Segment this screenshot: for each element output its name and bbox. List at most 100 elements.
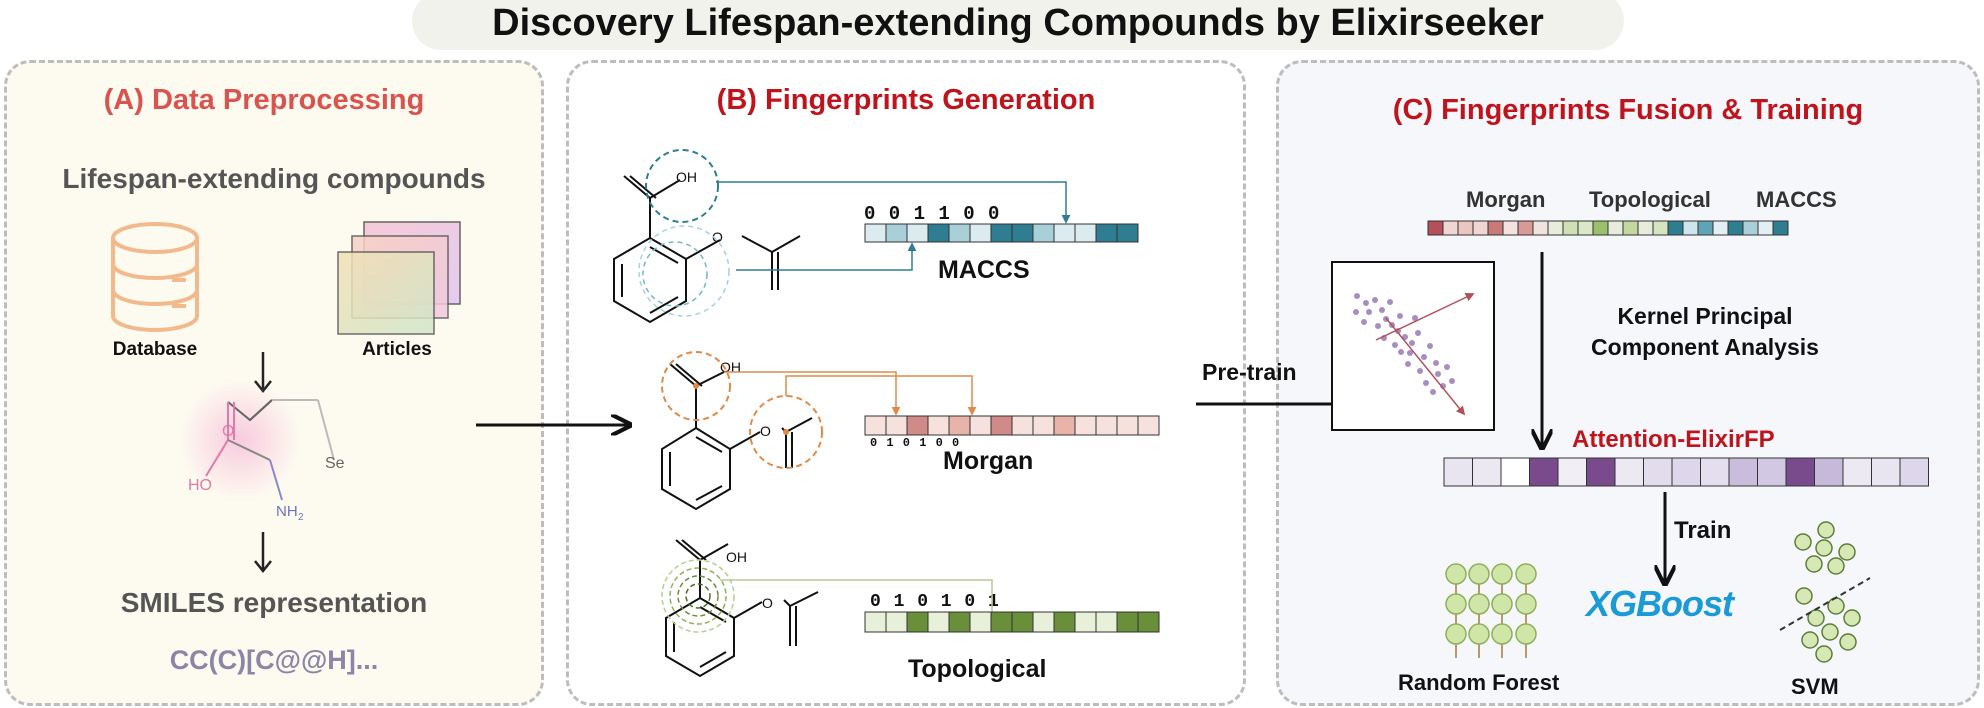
topological-highlight-rings: [661, 559, 735, 633]
maccs-connector-2: [736, 242, 917, 271]
compounds-heading: Lifespan-extending compounds: [62, 163, 486, 194]
tree-crown: [1445, 623, 1467, 645]
maccs-bit-values: 0 0 1 1 0 0: [864, 203, 1001, 225]
tree-crown: [1491, 623, 1513, 645]
hydroxyl-atom: HO: [188, 477, 212, 494]
morgan-center-atom-2: [783, 429, 789, 435]
pca-point: [1366, 309, 1372, 315]
morgan-oh-label: OH: [720, 359, 741, 375]
attention-elixirfp-cell: [1500, 457, 1530, 487]
morgan-bit-cell: [1095, 415, 1118, 436]
tree-crown: [1468, 593, 1490, 615]
panel-data-preprocessing: [4, 60, 544, 706]
topological-bit-cell: [1011, 611, 1034, 633]
tree-crown: [1515, 593, 1537, 615]
maccs-bit-cell: [927, 223, 950, 243]
random-forest-icon: [1445, 563, 1537, 658]
concatenated-fingerprint: [1427, 220, 1789, 236]
topological-bit-cell: [948, 611, 971, 633]
topological-bit-cell: [1074, 611, 1097, 633]
attention-elixirfp-cell: [1899, 457, 1929, 487]
concatenated-fingerprint-cell: [1772, 220, 1789, 236]
svm-point: [1815, 539, 1833, 557]
topological-bit-cell: [927, 611, 950, 633]
morgan-center-atom: [693, 383, 699, 389]
attention-elixirfp-cell: [1443, 457, 1473, 487]
topological-label: Topological: [908, 655, 1047, 683]
concatenated-fingerprint-cell: [1727, 220, 1744, 236]
svm-point: [1801, 631, 1819, 649]
concatenated-fingerprint-cell: [1562, 220, 1579, 236]
tree-crown: [1445, 563, 1467, 585]
aspirin-molecule-morgan: [661, 363, 813, 511]
pca-point: [1433, 360, 1439, 366]
tree-crown: [1515, 563, 1537, 585]
pca-point: [1440, 383, 1446, 389]
maccs-highlight-circle-2: [642, 241, 708, 307]
svm-point: [1817, 521, 1835, 539]
panel-a-title: (A) Data Preprocessing: [103, 84, 425, 116]
maccs-connector-1: [716, 181, 1071, 224]
pca-point: [1421, 354, 1427, 360]
concatenated-fingerprint-cell: [1742, 220, 1759, 236]
topological-bit-cell: [864, 611, 887, 633]
concatenated-fingerprint-cell: [1697, 220, 1714, 236]
topological-bit-values: 0 1 0 1 0 1: [870, 592, 1000, 612]
attention-elixirfp-cell: [1700, 457, 1730, 487]
topological-bit-cell: [990, 611, 1013, 633]
pca-point: [1427, 343, 1433, 349]
pca-point: [1397, 313, 1403, 319]
morgan-bit-cell: [927, 415, 950, 436]
title-background: [412, 0, 1624, 50]
svm-point: [1838, 543, 1856, 561]
topological-connector: [720, 579, 993, 612]
topological-bit-array: [864, 611, 1160, 633]
maccs-bit-cell: [885, 223, 908, 243]
smiles-value: CC(C)[C@@H]...: [169, 645, 379, 675]
svm-decision-boundary: [1779, 577, 1871, 631]
maccs-bit-cell: [1116, 223, 1139, 243]
morgan-bit-cell: [1137, 415, 1160, 436]
morgan-label: Morgan: [943, 447, 1034, 475]
maccs-bit-cell: [1074, 223, 1097, 243]
topological-bit-cell: [906, 611, 929, 633]
pca-scatter-box: [1331, 261, 1495, 431]
topological-bit-cell: [885, 611, 908, 633]
concatenated-fingerprint-cell: [1472, 220, 1489, 236]
amine-atom: NH: [276, 503, 298, 520]
train-label: Train: [1674, 517, 1732, 544]
panel-fingerprints-generation: [566, 60, 1246, 706]
database-icon: [111, 222, 199, 332]
morgan-bit-cell: [1074, 415, 1097, 436]
concatenated-fingerprint-cell: [1652, 220, 1669, 236]
topo-ester-oxygen-atom: O: [762, 595, 773, 611]
concatenated-fingerprint-cell: [1487, 220, 1504, 236]
kpca-line-1: Kernel Principal: [1617, 303, 1793, 329]
topo-oh-label: OH: [726, 549, 747, 565]
maccs-bit-cell: [1032, 223, 1055, 243]
concatenated-fingerprint-cell: [1547, 220, 1564, 236]
pca-point: [1409, 340, 1415, 346]
random-forest-label: Random Forest: [1398, 670, 1560, 695]
aspirin-molecule-maccs: [613, 175, 801, 324]
maccs-oh-label: OH: [676, 169, 697, 185]
selenium-atom: Se: [325, 455, 345, 472]
maccs-bit-cell: [1011, 223, 1034, 243]
concatenated-fingerprint-cell: [1502, 220, 1519, 236]
morgan-bit-cell: [1053, 415, 1076, 436]
kpca-line-2: Component Analysis: [1591, 334, 1819, 360]
morgan-bit-cell: [864, 415, 887, 436]
tree-crown: [1491, 563, 1513, 585]
pca-point: [1405, 361, 1411, 367]
svm-point: [1815, 645, 1833, 663]
tree-crown: [1491, 593, 1513, 615]
smiles-label: SMILES representation: [120, 587, 428, 618]
concatenated-fingerprint-cell: [1442, 220, 1459, 236]
svm-label: SVM: [1791, 674, 1839, 699]
pca-point: [1444, 364, 1450, 370]
pretrain-label: Pre-train: [1202, 359, 1297, 385]
database-label: Database: [112, 339, 198, 360]
morgan-bit-cell: [969, 415, 992, 436]
pca-point: [1375, 323, 1381, 329]
